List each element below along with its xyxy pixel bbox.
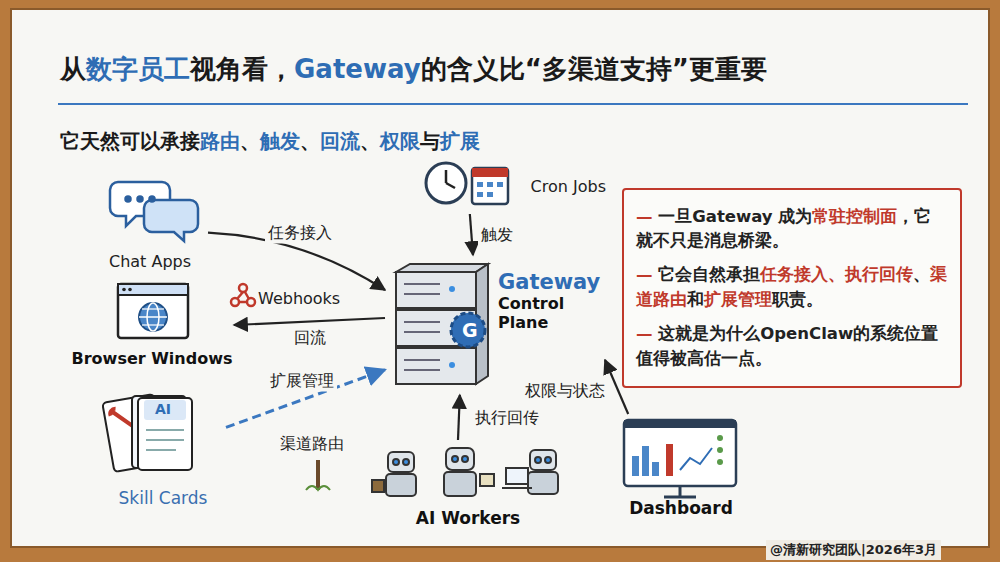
- dashboard-icon: [624, 420, 736, 497]
- node-text: Gateway: [498, 270, 600, 294]
- calendar-icon: [472, 168, 508, 204]
- edge-label: 扩展管理: [267, 370, 337, 391]
- node-text: Dashboard: [629, 498, 733, 518]
- cron-node: Cron Jobs: [418, 158, 610, 214]
- clock-icon: [426, 163, 466, 203]
- robot-workers: [372, 448, 558, 496]
- note-box: — 一旦Gateway 成为常驻控制面，它就不只是消息桥梁。 — 它会自然承担任务…: [622, 188, 962, 388]
- workers-node: AI Workers: [368, 440, 568, 528]
- node-text: Cron Jobs: [531, 177, 606, 196]
- connector: [234, 318, 385, 325]
- watermark: @清新研究团队|2026年3月: [766, 540, 941, 560]
- card-badge: AI: [155, 401, 171, 417]
- edge-label: 回流: [291, 327, 329, 348]
- node-text: Chat Apps: [109, 252, 191, 271]
- route-label: 渠道路由: [280, 434, 344, 455]
- server-icon: [396, 264, 488, 384]
- connector: [470, 214, 473, 255]
- node-text: Browser Windows: [72, 349, 233, 368]
- webhook-icon: [231, 284, 255, 306]
- gear-letter: G: [462, 319, 478, 341]
- connector: [226, 370, 385, 428]
- edge-label: 执行回传: [472, 407, 542, 428]
- node-text: — 一旦Gateway 成为常驻控制面，它就不只是消息桥梁。: [636, 205, 948, 255]
- skill-cards-icon: [102, 394, 192, 472]
- browser-icon: [118, 284, 188, 338]
- browser-node: Browser Windows: [70, 282, 234, 368]
- chat-icon: [110, 182, 198, 241]
- title-rule: [58, 103, 968, 105]
- gateway-node: GatewayControl Plane: [385, 255, 605, 395]
- title: 从数字员工视角看，Gateway的含义比“多渠道支持”更重要: [60, 52, 767, 87]
- edge-label: 任务接入: [265, 223, 335, 244]
- edge-label: 权限与状态: [522, 381, 608, 402]
- chat-apps-node: Chat Apps: [92, 175, 208, 271]
- connector: [458, 395, 460, 440]
- signpost: [306, 460, 330, 490]
- node-text: — 它会自然承担任务接入、执行回传、渠道路由和扩展管理职责。: [636, 263, 948, 313]
- node-text: — 这就是为什么OpenClaw的系统位置值得被高估一点。: [636, 322, 948, 372]
- edge-label: 触发: [478, 224, 516, 245]
- node-text: Control Plane: [498, 294, 605, 332]
- dashboard-node: Dashboard: [615, 414, 747, 518]
- node-text: Skill Cards: [119, 488, 208, 508]
- node-text: AI Workers: [416, 508, 521, 528]
- webhooks-label: Webhooks: [258, 289, 340, 308]
- subtitle: 它天然可以承接路由、触发、回流、权限与扩展: [60, 128, 480, 155]
